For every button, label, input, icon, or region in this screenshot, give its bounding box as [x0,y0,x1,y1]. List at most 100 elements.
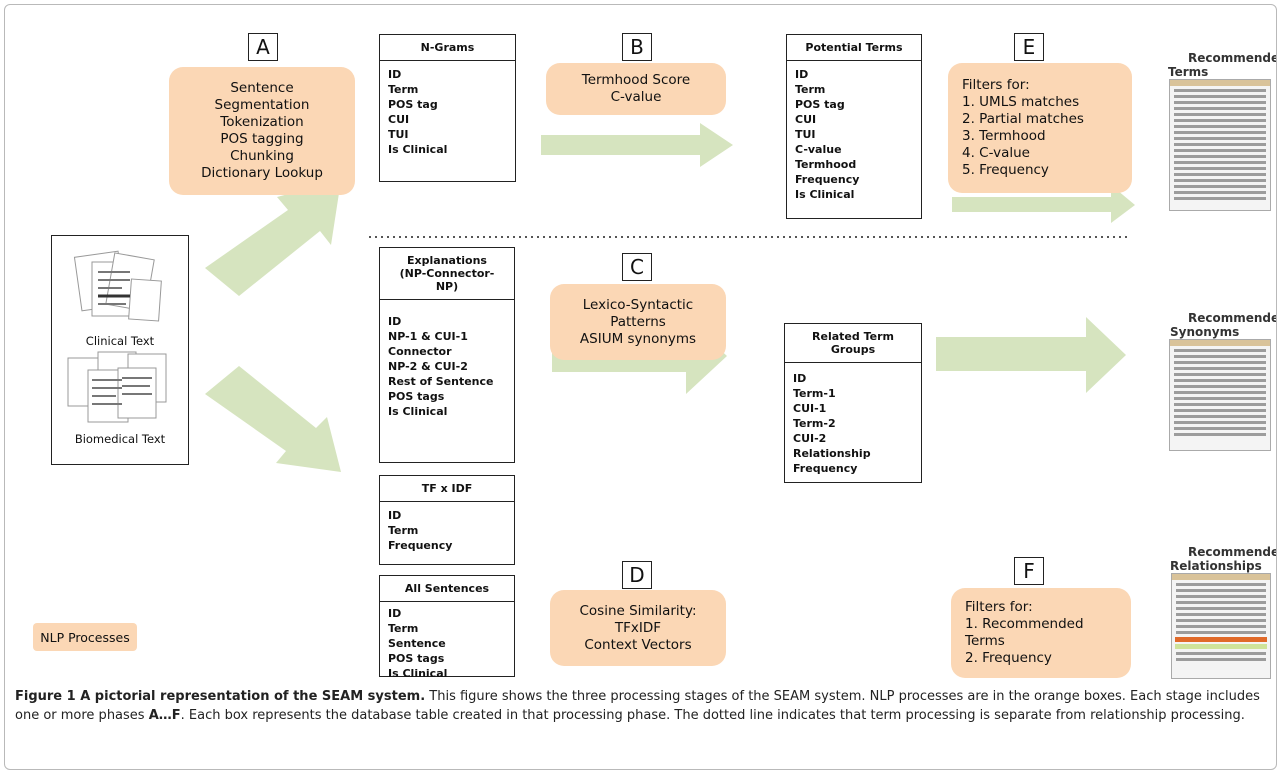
nlp-a-line-2: Segmentation [214,97,310,113]
table-all-sentences: All Sentences ID Term Sentence POS tags … [379,575,515,680]
table-potential-row: Frequency [795,173,860,186]
nlp-f-item: Terms [965,633,1005,649]
output-terms-spreadsheet [1169,79,1271,211]
nlp-e-title: Filters for: [962,77,1030,93]
table-ngrams-row: POS tag [388,98,438,111]
nlp-box-d: Cosine Similarity: TFxIDF Context Vector… [550,590,726,666]
nlp-d-line-1: Cosine Similarity: [579,602,697,619]
output-synonyms-title-2: Synonyms [1170,325,1240,339]
table-potential-row: C-value [795,143,842,156]
table-explanations-title-2: (NP-Connector- [399,267,495,280]
output-synonyms-spreadsheet [1169,339,1271,451]
arrow-related-to-synonyms [936,317,1126,393]
output-synonyms-title-1: Recommended [1188,311,1276,325]
output-relationships-title-2: Relationships [1170,559,1262,573]
table-related-row: Term-2 [793,417,836,430]
table-potential-row: CUI [795,113,817,126]
table-related-term-groups: Related Term Groups ID Term-1 CUI-1 Term… [784,323,922,483]
nlp-c-line-1: Lexico-Syntactic [582,296,694,313]
nlp-f-item: 1. Recommended [965,616,1084,632]
nlp-a-line-3: Tokenization [220,114,304,130]
nlp-box-a: Sentence Segmentation Tokenization POS t… [169,67,355,195]
label-c: C [622,253,652,281]
label-e: E [1014,33,1044,61]
table-related-title: Related Term Groups [785,324,921,363]
label-f: F [1014,557,1044,585]
nlp-a-line-6: Dictionary Lookup [201,165,323,181]
nlp-c-line-2: Patterns [610,313,666,330]
table-related-row: CUI-2 [793,432,827,445]
table-sentences-row: Sentence [388,637,446,650]
nlp-box-b: Termhood Score C-value [546,63,726,115]
table-sentences-row: ID [388,607,402,620]
nlp-e-item: 4. C-value [962,145,1030,161]
table-potential-terms: Potential Terms ID Term POS tag CUI TUI … [786,34,922,219]
table-explanations-title: Explanations (NP-Connector- NP) [380,248,514,300]
nlp-f-item: 2. Frequency [965,650,1052,666]
table-ngrams-row: Term [388,83,419,96]
label-b: B [622,33,652,61]
table-explanations-row: NP-2 & CUI-2 [388,360,468,373]
table-tfidf-row: ID [388,509,402,522]
arrow-input-to-ngrams [205,180,341,296]
arrow-ngrams-to-potential [541,123,733,167]
nlp-b-line-2: C-value [610,89,662,105]
table-related-title-1: Related Term [812,330,894,343]
table-explanations-row: NP-1 & CUI-1 [388,330,468,343]
table-related-row: Relationship [793,447,871,460]
nlp-e-item: 2. Partial matches [962,111,1084,127]
table-related-row: Term-1 [793,387,836,400]
output-relationships-title-1: Recommended [1188,545,1276,559]
table-explanations-row: Rest of Sentence [388,375,494,388]
table-explanations-row: Is Clinical [388,405,448,418]
table-ngrams-title: N-Grams [380,35,515,61]
table-related-title-2: Groups [830,343,876,356]
table-sentences-title: All Sentences [380,576,514,602]
table-sentences-row: POS tags [388,652,445,665]
table-tfidf-title: TF x IDF [380,476,514,502]
table-ngrams: N-Grams ID Term POS tag CUI TUI Is Clini… [379,34,516,182]
table-potential-title: Potential Terms [787,35,921,61]
table-ngrams-row: CUI [388,113,410,126]
nlp-e-item: 3. Termhood [962,128,1046,144]
nlp-box-e: Filters for: 1. UMLS matches 2. Partial … [948,63,1132,193]
output-relationships-spreadsheet [1171,573,1271,679]
table-sentences-row: Is Clinical [388,667,448,680]
table-explanations-title-3: NP) [435,280,459,293]
document-stack-icon [67,250,167,423]
table-ngrams-row: ID [388,68,402,81]
nlp-a-line-5: Chunking [230,148,294,164]
figure-frame: A Sentence Segmentation Tokenization POS… [4,4,1277,770]
table-tfidf-row: Term [388,524,419,537]
table-potential-row: Termhood [795,158,857,171]
table-related-row: ID [793,372,807,385]
table-tfidf: TF x IDF ID Term Frequency [379,475,515,565]
nlp-e-item: 1. UMLS matches [962,94,1080,110]
arrow-input-to-explanations [205,366,341,472]
nlp-e-item: 5. Frequency [962,162,1049,178]
caption-figure-title: Figure 1 A pictorial representation of t… [15,689,426,704]
legend-nlp-processes: NLP Processes [33,623,137,651]
table-explanations-row: Connector [388,345,452,358]
output-terms-title-2: Terms [1168,65,1209,79]
input-clinical-label: Clinical Text [85,334,155,348]
nlp-c-line-3: ASIUM synonyms [579,330,697,347]
arrow-potential-to-terms [952,185,1135,223]
label-a: A [248,33,278,61]
table-potential-row: TUI [795,128,816,141]
table-explanations: Explanations (NP-Connector- NP) ID NP-1 … [379,247,515,463]
caption-phases: A…F [148,708,181,723]
table-tfidf-row: Frequency [388,539,453,552]
table-potential-row: Is Clinical [795,188,855,201]
nlp-d-line-2: TFxIDF [614,619,662,636]
nlp-a-line-1: Sentence [230,80,294,96]
caption-text-1: This figure shows the three processing s… [15,689,1260,723]
input-biomedical-label: Biomedical Text [74,432,166,446]
table-potential-row: POS tag [795,98,845,111]
caption-text-2: . Each box represents the database table… [180,708,1245,723]
nlp-box-c: Lexico-Syntactic Patterns ASIUM synonyms [550,284,726,360]
nlp-f-title: Filters for: [965,599,1033,615]
table-sentences-row: Term [388,622,419,635]
nlp-box-f: Filters for: 1. Recommended Terms 2. Fre… [951,588,1131,678]
table-potential-row: Term [795,83,826,96]
